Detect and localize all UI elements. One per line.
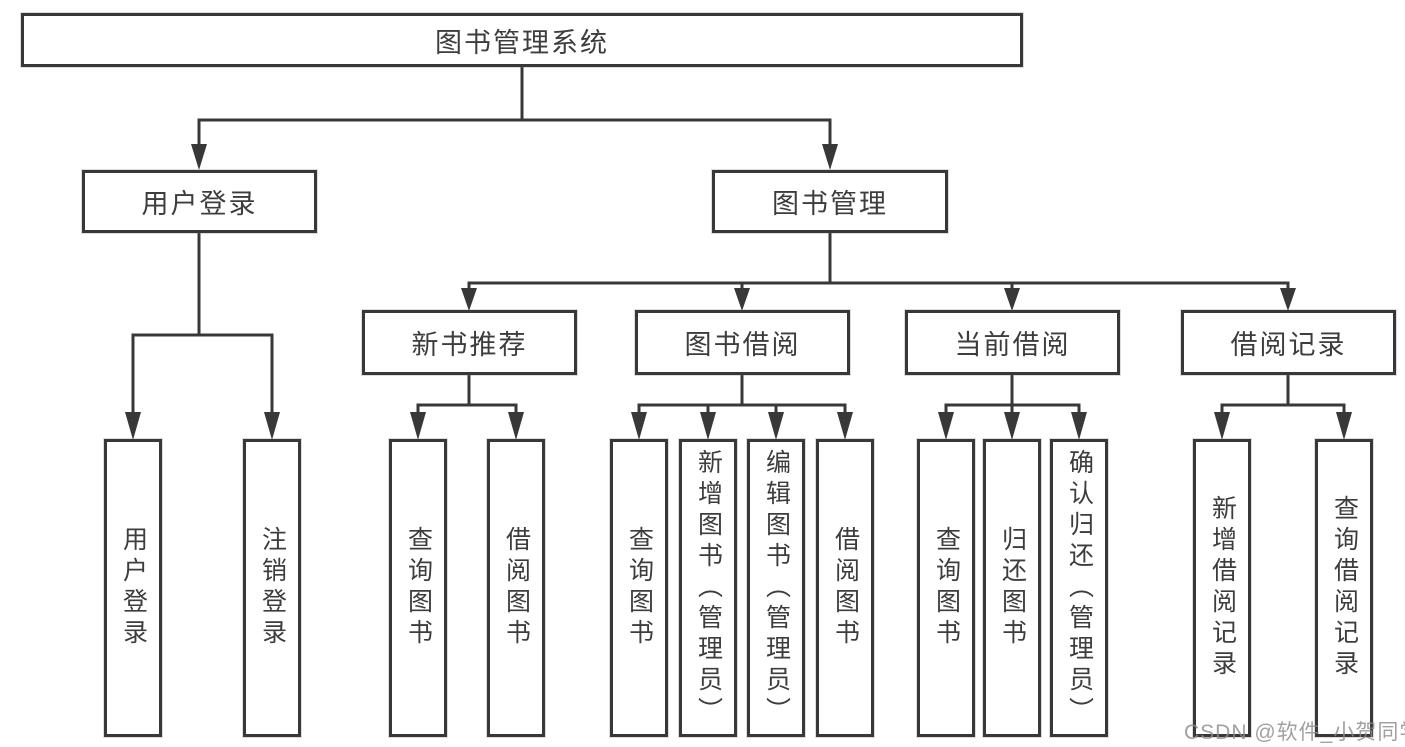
leaf-records-add-record: 新增借阅记录 — [1193, 439, 1251, 737]
leaf-logout-label: 注销登录 — [258, 526, 287, 650]
arrow-down-icon — [1071, 412, 1087, 440]
node-book-management: 图书管理 — [712, 170, 948, 233]
connector-user-login-branch — [125, 231, 280, 440]
leaf-borrow-query-books: 查询图书 — [610, 439, 668, 737]
leaf-borrow-query-books-label: 查询图书 — [625, 526, 654, 650]
node-new-book-recommend: 新书推荐 — [362, 310, 577, 375]
arrow-down-icon — [264, 412, 280, 440]
leaf-logout: 注销登录 — [243, 439, 301, 737]
connector-root-branch — [191, 65, 838, 170]
node-book-borrow: 图书借阅 — [635, 310, 850, 375]
leaf-newbook-query-books-label: 查询图书 — [404, 526, 433, 650]
arrow-down-icon — [1004, 412, 1020, 440]
arrow-down-icon — [461, 288, 477, 311]
connector-book-management-branch — [461, 231, 1296, 311]
leaf-records-query-record: 查询借阅记录 — [1315, 439, 1373, 737]
leaf-newbook-query-books: 查询图书 — [389, 439, 447, 737]
leaf-borrow-borrow-books: 借阅图书 — [816, 439, 874, 737]
arrow-down-icon — [768, 412, 784, 440]
leaf-records-add-record-label: 新增借阅记录 — [1208, 495, 1237, 681]
leaf-newbook-borrow-books-label: 借阅图书 — [502, 526, 531, 650]
connector-new-book-branch — [410, 373, 524, 440]
leaf-records-query-record-label: 查询借阅记录 — [1330, 495, 1359, 681]
arrow-down-icon — [1336, 412, 1352, 440]
leaf-current-return-books: 归还图书 — [983, 439, 1041, 737]
connector-current-borrow-branch — [938, 373, 1087, 440]
arrow-down-icon — [837, 412, 853, 440]
leaf-borrow-edit-books-admin: 编辑图书（管理员） — [747, 439, 805, 737]
arrow-down-icon — [1214, 412, 1230, 440]
leaf-current-query-books: 查询图书 — [917, 439, 975, 737]
arrow-down-icon — [734, 288, 750, 311]
leaf-current-confirm-return-admin: 确认归还（管理员） — [1050, 439, 1108, 737]
leaf-user-login: 用户登录 — [104, 439, 162, 737]
arrow-down-icon — [508, 412, 524, 440]
watermark: CSDN @软件_小贺同学 — [1184, 721, 1405, 744]
node-current-borrow: 当前借阅 — [905, 310, 1120, 375]
arrow-down-icon — [191, 144, 207, 170]
node-user-login: 用户登录 — [82, 170, 317, 233]
leaf-current-query-books-label: 查询图书 — [932, 526, 961, 650]
leaf-borrow-add-books-admin: 新增图书（管理员） — [679, 439, 737, 737]
connector-book-borrow-branch — [631, 373, 853, 440]
arrow-down-icon — [1280, 288, 1296, 311]
arrow-down-icon — [410, 412, 426, 440]
node-root: 图书管理系统 — [21, 13, 1023, 67]
arrow-down-icon — [938, 412, 954, 440]
arrow-down-icon — [700, 412, 716, 440]
leaf-user-login-label: 用户登录 — [119, 526, 148, 650]
arrow-down-icon — [631, 412, 647, 440]
leaf-borrow-edit-books-admin-label: 编辑图书（管理员） — [762, 448, 791, 728]
leaf-current-return-books-label: 归还图书 — [998, 526, 1027, 650]
arrow-down-icon — [822, 144, 838, 170]
leaf-current-confirm-return-admin-label: 确认归还（管理员） — [1065, 448, 1094, 728]
leaf-borrow-add-books-admin-label: 新增图书（管理员） — [694, 448, 723, 728]
arrow-down-icon — [125, 412, 141, 440]
connector-borrow-records-branch — [1214, 373, 1352, 440]
leaf-newbook-borrow-books: 借阅图书 — [487, 439, 545, 737]
node-borrow-records: 借阅记录 — [1181, 310, 1396, 375]
leaf-borrow-borrow-books-label: 借阅图书 — [831, 526, 860, 650]
arrow-down-icon — [1004, 288, 1020, 311]
